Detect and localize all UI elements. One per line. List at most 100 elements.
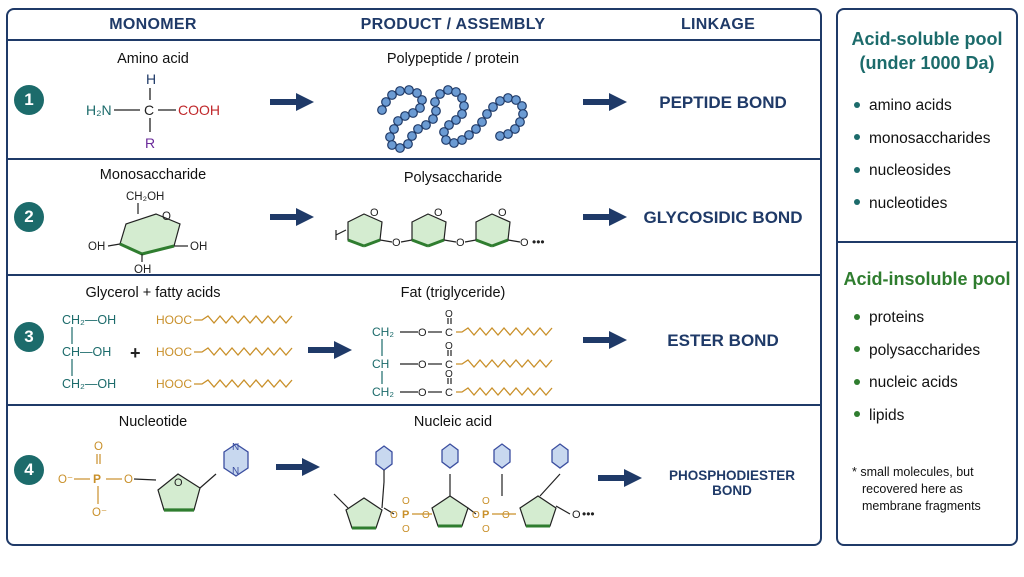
row-divider-3 — [8, 404, 820, 406]
svg-text:C: C — [445, 327, 453, 339]
svg-text:O: O — [390, 510, 398, 521]
header-monomer: MONOMER — [109, 16, 197, 33]
svg-text:O: O — [572, 509, 581, 521]
svg-text:•••: ••• — [532, 235, 545, 249]
svg-text:CH—OH: CH—OH — [62, 345, 111, 359]
nucleic-acid-structure: O P O O O O P O O O O ••• — [333, 443, 595, 535]
svg-text:O: O — [418, 387, 427, 399]
header-product: PRODUCT / ASSEMBLY — [360, 16, 546, 33]
svg-text:CH₂—OH: CH₂—OH — [62, 313, 116, 327]
row-number-2: 2 — [14, 202, 44, 232]
soluble-pool-list: amino acids monosaccharides nucleosides … — [852, 96, 990, 226]
polysaccharide-chain: O O O O O O ••• — [335, 207, 545, 249]
product-label-3: Fat (triglyceride) — [400, 285, 506, 301]
svg-text:C: C — [144, 102, 154, 118]
header-linkage: LINKAGE — [680, 16, 756, 33]
product-label-1: Polypeptide / protein — [386, 51, 520, 67]
lipid-footnote: * small molecules, but recovered here as… — [852, 465, 981, 513]
svg-text:CH₂OH: CH₂OH — [126, 191, 164, 203]
bond-label-1: PEPTIDE BOND — [659, 93, 787, 112]
svg-text:O: O — [520, 237, 529, 249]
list-item: monosaccharides — [852, 129, 990, 162]
arrow-row3-a — [308, 341, 352, 359]
svg-text:R: R — [145, 135, 155, 151]
bond-label-3: ESTER BOND — [667, 331, 779, 350]
svg-text:N: N — [232, 466, 239, 477]
svg-text:O: O — [434, 207, 443, 219]
list-item: nucleic acids — [852, 373, 980, 406]
svg-text:O⁻: O⁻ — [58, 474, 73, 486]
svg-text:P: P — [482, 509, 489, 521]
monomer-label-4: Nucleotide — [118, 414, 188, 430]
svg-text:C: C — [445, 359, 453, 371]
svg-text:O: O — [445, 369, 453, 380]
monomer-label-3: Glycerol + fatty acids — [85, 285, 221, 301]
svg-text:O: O — [498, 207, 507, 219]
triglyceride-structure: CH₂ CH CH₂ O O O O O O C C C — [372, 309, 553, 399]
svg-text:•••: ••• — [582, 507, 595, 521]
svg-text:OH: OH — [134, 264, 151, 276]
svg-text:+: + — [130, 343, 141, 363]
insoluble-pool-title: Acid-insoluble pool — [843, 269, 1011, 289]
product-label-4: Nucleic acid — [413, 414, 493, 430]
pool-divider — [838, 241, 1016, 243]
svg-text:O: O — [502, 510, 510, 521]
pool-summary-panel: Acid-soluble pool (under 1000 Da) amino … — [836, 8, 1018, 546]
svg-text:O: O — [418, 359, 427, 371]
svg-text:O: O — [94, 441, 103, 453]
svg-text:O: O — [482, 496, 490, 507]
row-number-3: 3 — [14, 322, 44, 352]
monomer-label-1: Amino acid — [117, 51, 189, 67]
svg-text:O: O — [370, 207, 379, 219]
row-number-1: 1 — [14, 85, 44, 115]
row-divider-1 — [8, 158, 820, 160]
arrow-row1-b — [583, 93, 627, 111]
svg-text:CH₂—OH: CH₂—OH — [62, 377, 116, 391]
list-item: nucleotides — [852, 194, 990, 227]
arrow-row4-a — [276, 458, 320, 476]
list-item: amino acids — [852, 96, 990, 129]
list-item: polysaccharides — [852, 341, 980, 374]
svg-text:N: N — [232, 442, 239, 453]
svg-text:O: O — [402, 524, 410, 535]
protein-bead-chain — [377, 85, 528, 153]
list-item: proteins — [852, 308, 980, 341]
svg-text:O: O — [162, 211, 171, 223]
insoluble-pool-list: proteins polysaccharides nucleic acids l… — [852, 308, 980, 438]
arrow-row2-b — [583, 208, 627, 226]
list-item: nucleosides — [852, 161, 990, 194]
svg-text:O: O — [456, 237, 465, 249]
glycerol-fatty-acids-structure: CH₂—OH CH—OH CH₂—OH + HOOC HOOC HOOC — [62, 313, 293, 391]
svg-text:H₂N: H₂N — [86, 102, 112, 118]
svg-text:P: P — [93, 472, 101, 486]
header-divider — [8, 39, 820, 41]
svg-text:CH₂: CH₂ — [372, 385, 394, 399]
svg-text:O: O — [422, 510, 430, 521]
svg-text:O: O — [472, 510, 480, 521]
bond-label-4: PHOSPHODIESTER BOND — [668, 468, 796, 498]
svg-text:P: P — [402, 509, 409, 521]
arrow-row2-a — [270, 208, 314, 226]
product-label-2: Polysaccharide — [403, 170, 503, 186]
soluble-pool-title-1: Acid-soluble pool — [851, 29, 1003, 49]
svg-text:HOOC: HOOC — [156, 377, 192, 391]
arrow-row3-b — [583, 331, 627, 349]
svg-text:O: O — [418, 327, 427, 339]
row-number-4: 4 — [14, 455, 44, 485]
svg-text:C: C — [445, 387, 453, 399]
nucleotide-structure: O O⁻ P O O⁻ O N N — [58, 441, 249, 519]
monosaccharide-structure: CH₂OH O OH OH OH — [88, 191, 207, 276]
svg-text:O: O — [402, 496, 410, 507]
amino-acid-structure: H H₂N C COOH R — [86, 71, 220, 151]
bond-label-2: GLYCOSIDIC BOND — [643, 208, 803, 227]
main-table-panel: MONOMER PRODUCT / ASSEMBLY LINKAGE 1 Ami… — [6, 8, 822, 546]
svg-text:O⁻: O⁻ — [92, 507, 107, 519]
svg-text:O: O — [124, 474, 133, 486]
monomer-label-2: Monosaccharide — [99, 167, 207, 183]
svg-text:OH: OH — [190, 241, 207, 253]
svg-text:COOH: COOH — [178, 102, 220, 118]
svg-text:O: O — [445, 341, 453, 352]
row-divider-2 — [8, 274, 820, 276]
svg-text:HOOC: HOOC — [156, 313, 192, 327]
svg-text:OH: OH — [88, 241, 105, 253]
